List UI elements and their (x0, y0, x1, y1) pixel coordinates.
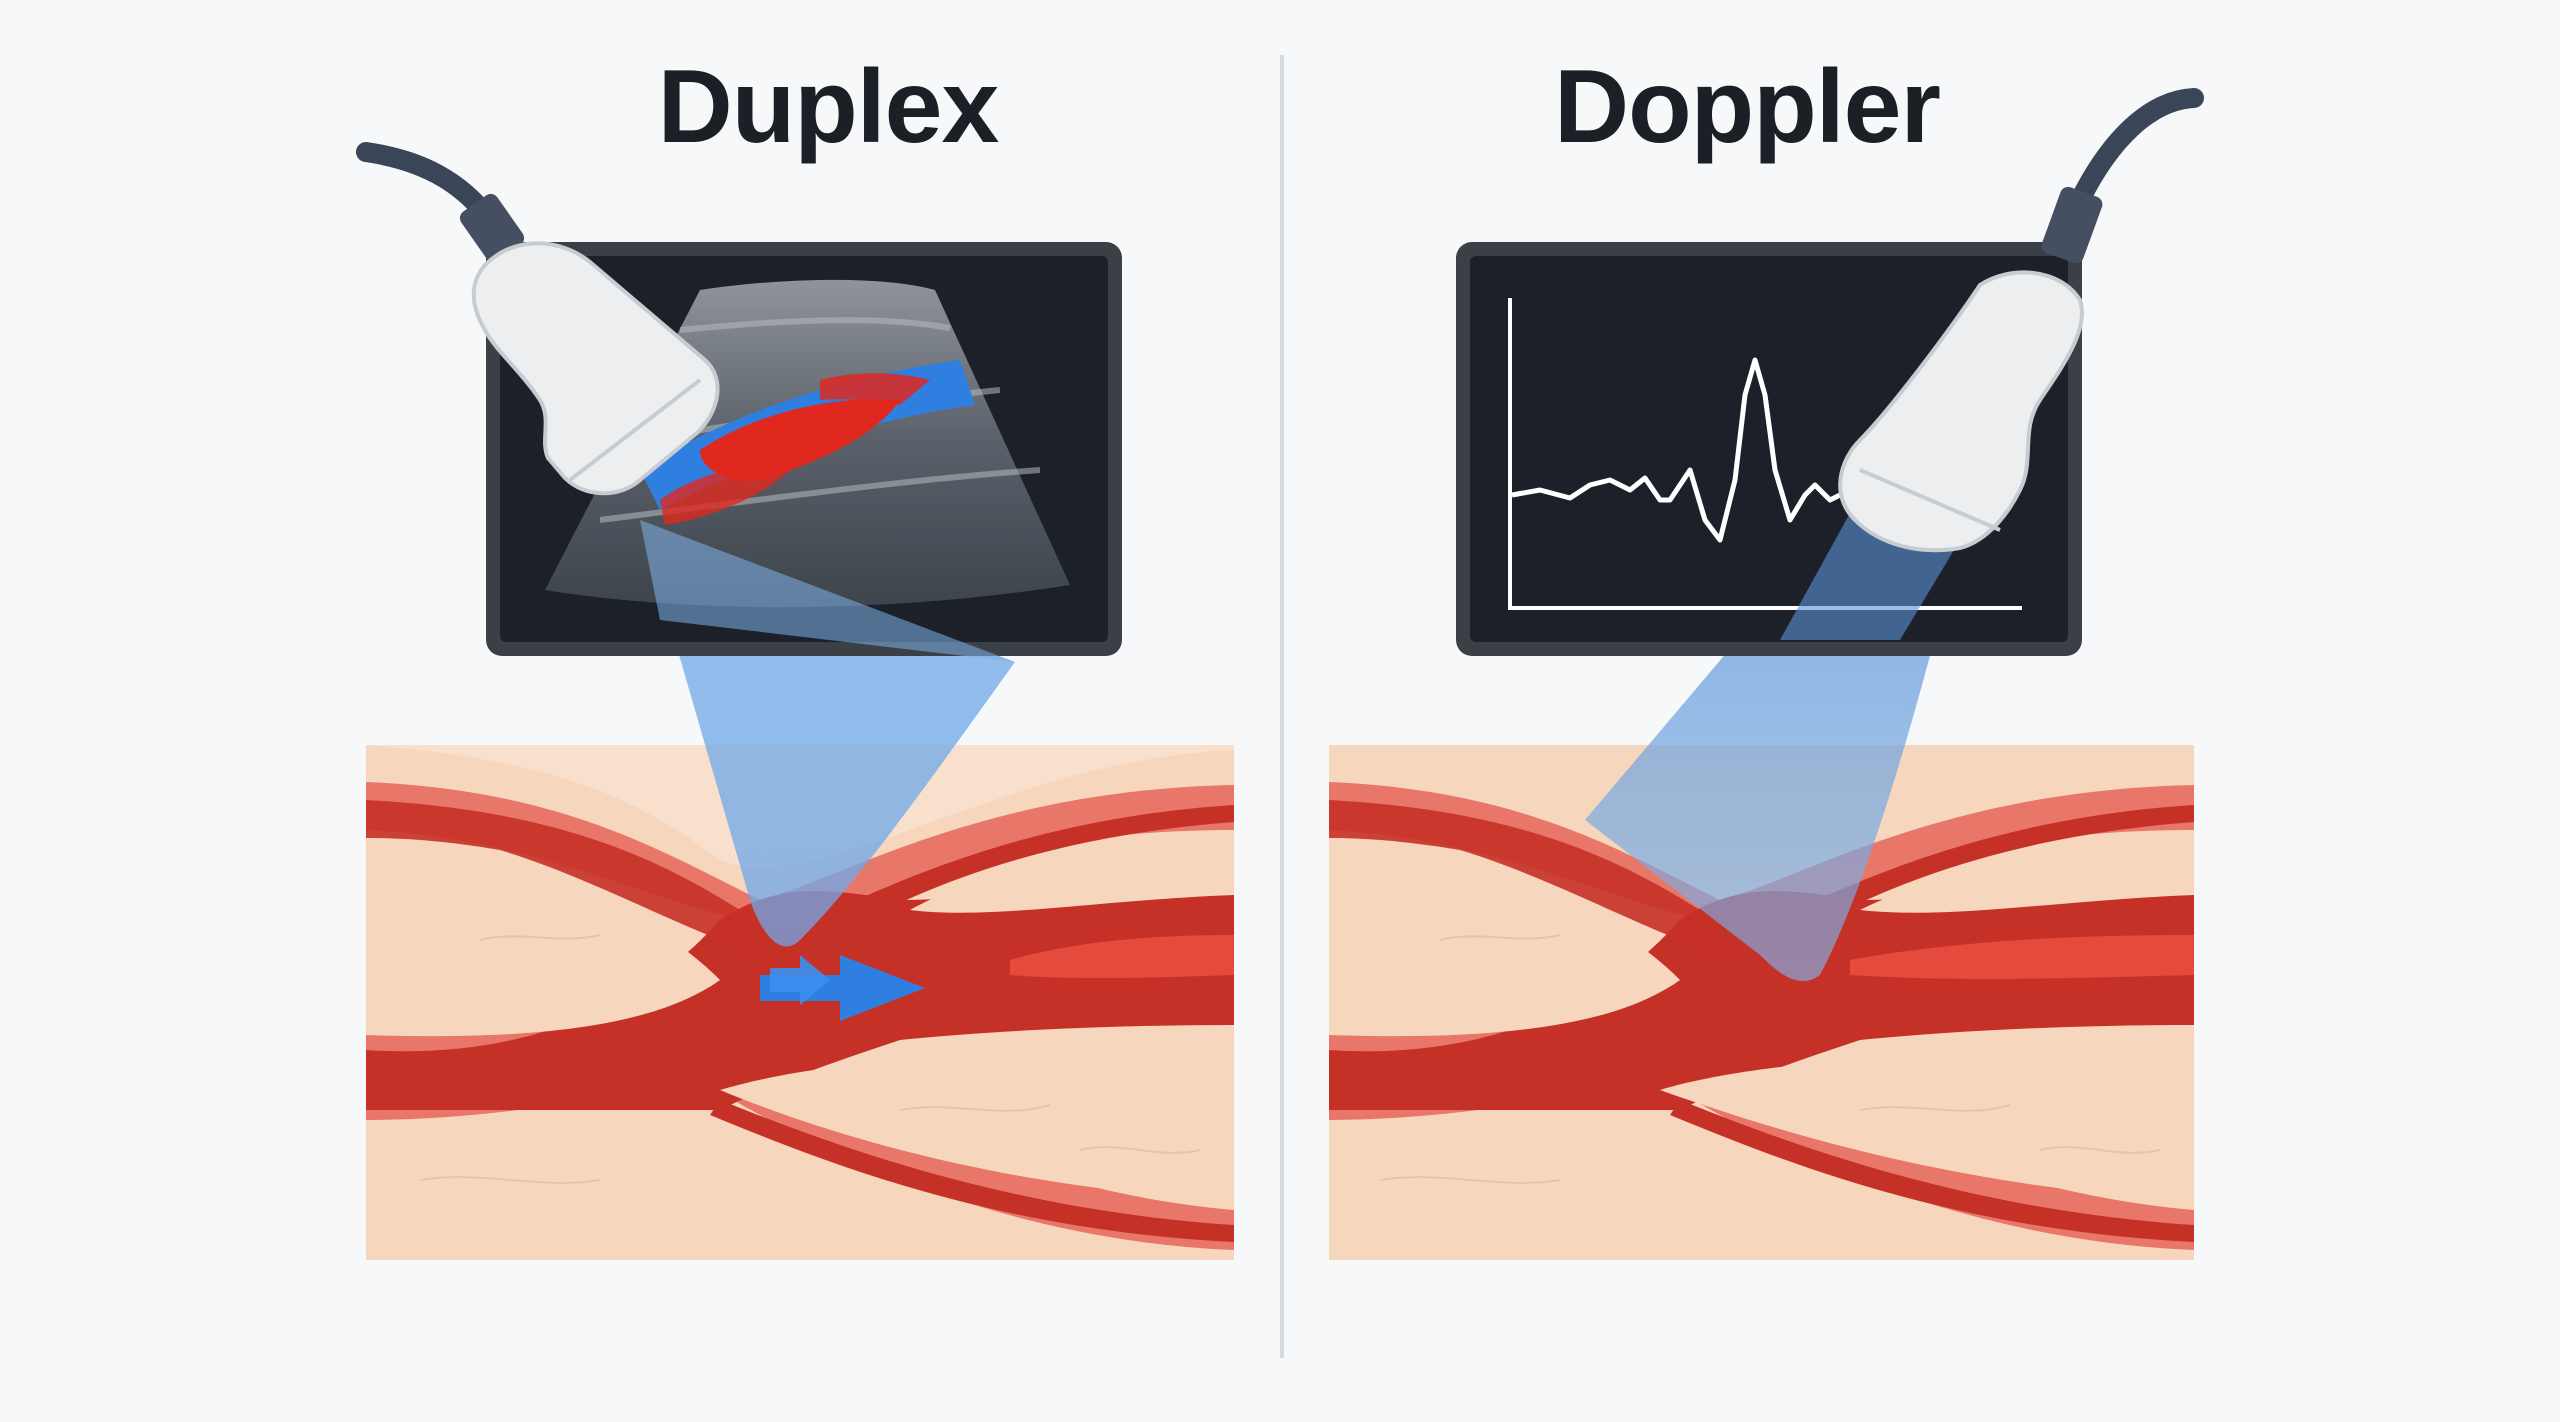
ultrasound-probe-icon (356, 142, 720, 496)
ultrasound-probe-icon (1838, 88, 2204, 553)
doppler-title: Doppler (1554, 49, 1941, 165)
panel-divider (1280, 55, 1284, 1358)
duplex-title: Duplex (657, 49, 1000, 165)
color-flow-red (700, 399, 900, 481)
duplex-panel (356, 142, 1234, 1260)
tissue-cross-section (366, 745, 1234, 1260)
doppler-waveform (1511, 357, 1901, 543)
flow-arrow-icon (760, 955, 925, 1021)
